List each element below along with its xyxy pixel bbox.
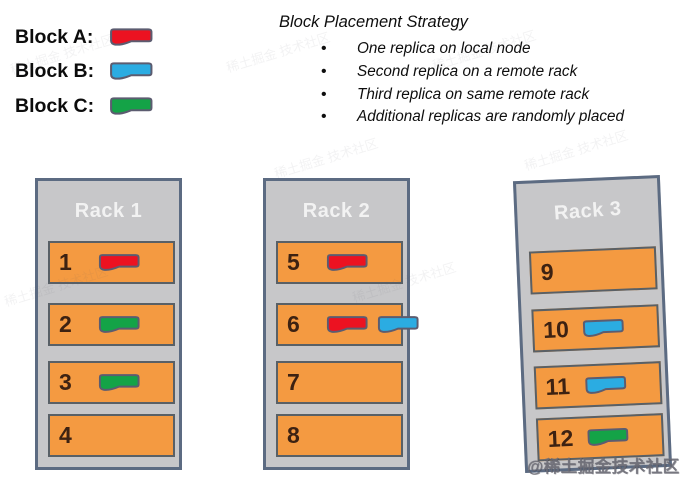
strategy-bullet-2: • Second replica on a remote rack [321,61,624,84]
block-c-icon [587,427,629,446]
legend-swatch-block-c [107,95,155,117]
node-number: 9 [540,258,555,286]
rack-1-title: Rack 1 [74,200,143,222]
rack2-node-5: 5 [276,241,403,284]
strategy-bullet-text: One replica on local node [357,40,531,58]
legend-row-block-b: Block B: [15,59,155,83]
rack1-node-2: 2 [48,303,175,346]
block-b-icon [585,376,627,394]
node-number: 1 [59,249,72,275]
block-c-icon [110,97,153,115]
watermark-faint: 稀土掘金 技术社区 [224,29,332,76]
strategy-title: Block Placement Strategy [279,13,468,31]
node-number: 4 [59,422,72,448]
block-c-icon [98,374,140,391]
block-a-icon [110,28,153,46]
block-b-icon [582,319,624,337]
rack-2: Rack 2 5 6 7 8 [263,178,419,470]
watermark-faint: 稀土掘金 技术社区 [272,135,380,182]
rack1-node-1: 1 [48,241,175,284]
bullet-icon: • [321,40,327,58]
node-number: 11 [545,373,571,401]
block-a-icon [326,316,368,333]
rack-3: Rack 3 9 10 11 12 [512,175,673,473]
node-number: 10 [542,316,570,344]
watermark-bottom-right: @稀土掘金技术社区 [527,458,680,476]
strategy-bullet-text: Third replica on same remote rack [357,85,590,103]
block-b-icon [377,316,419,333]
node-number: 12 [547,424,574,452]
rack-2-title: Rack 2 [302,200,371,222]
rack3-node-9: 9 [528,246,658,295]
strategy-bullet-4: • Additional replicas are randomly place… [321,106,624,129]
legend-swatch-block-b [107,60,155,82]
block-b-icon [110,62,153,80]
rack2-node-6: 6 [276,303,419,346]
rack3-node-12: 12 [535,413,665,462]
node-number: 6 [287,311,300,337]
watermark-faint: 稀土掘金 技术社区 [522,127,630,174]
bullet-icon: • [321,108,327,126]
node-number: 2 [59,311,72,337]
legend-swatch-block-a [107,26,155,48]
rack1-node-4: 4 [48,414,175,457]
bullet-icon: • [321,85,327,103]
rack-3-title: Rack 3 [553,197,623,225]
block-a-icon [326,254,368,271]
rack2-node-7: 7 [276,361,403,404]
node-number: 8 [287,422,300,448]
legend-row-block-a: Block A: [15,25,155,49]
rack3-node-11: 11 [533,361,663,410]
rack2-node-8: 8 [276,414,403,457]
rack1-node-3: 3 [48,361,175,404]
node-number: 7 [287,369,300,395]
strategy-bullet-1: • One replica on local node [321,38,624,61]
strategy-bullet-text: Second replica on a remote rack [357,63,578,81]
node-number: 3 [59,369,72,395]
bullet-icon: • [321,63,327,81]
strategy-bullet-3: • Third replica on same remote rack [321,83,624,106]
strategy-bullet-text: Additional replicas are randomly placed [357,108,624,126]
rack-1: Rack 1 1 2 3 4 [35,178,182,470]
legend-label-block-c: Block C: [15,94,95,117]
node-number: 5 [287,249,300,275]
legend-label-block-b: Block B: [15,59,95,82]
block-a-icon [98,254,140,271]
legend-label-block-a: Block A: [15,25,94,48]
strategy-bullet-list: • One replica on local node • Second rep… [321,38,624,129]
legend-row-block-c: Block C: [15,94,155,118]
block-c-icon [98,316,140,333]
rack3-node-10: 10 [531,304,661,353]
